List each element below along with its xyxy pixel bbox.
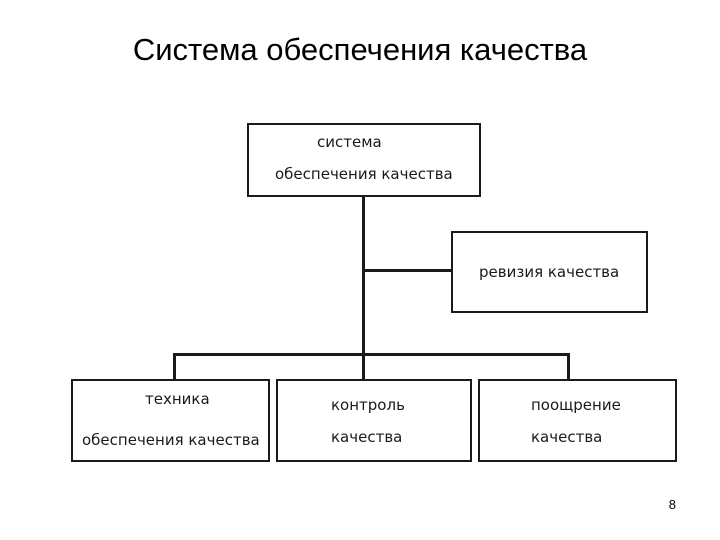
node-label-line2: качества [531,428,603,446]
connector-drop-right [567,353,570,380]
node-quality-control: контроль качества [276,379,472,462]
node-label-line2: обеспечения качества [82,431,260,449]
connector-to-revision [364,269,452,272]
slide-title: Система обеспечения качества [132,32,588,67]
page-number: 8 [668,497,676,512]
node-label: ревизия качества [479,263,620,281]
node-label-line1: техника [145,390,210,408]
connector-drop-middle [362,353,365,380]
node-label-line1: поощрение [531,396,621,414]
node-quality-assurance-system: система обеспечения качества [247,123,481,197]
connector-drop-left [173,353,176,380]
node-label-line1: система [317,133,382,151]
node-quality-assurance-technique: техника обеспечения качества [71,379,270,462]
connector-horizontal-bar [173,353,570,356]
node-quality-incentives: поощрение качества [478,379,677,462]
connector-trunk [362,196,365,355]
node-label-line2: качества [331,428,403,446]
node-label-line2: обеспечения качества [275,165,453,183]
node-quality-revision: ревизия качества [451,231,648,313]
node-label-line1: контроль [331,396,405,414]
